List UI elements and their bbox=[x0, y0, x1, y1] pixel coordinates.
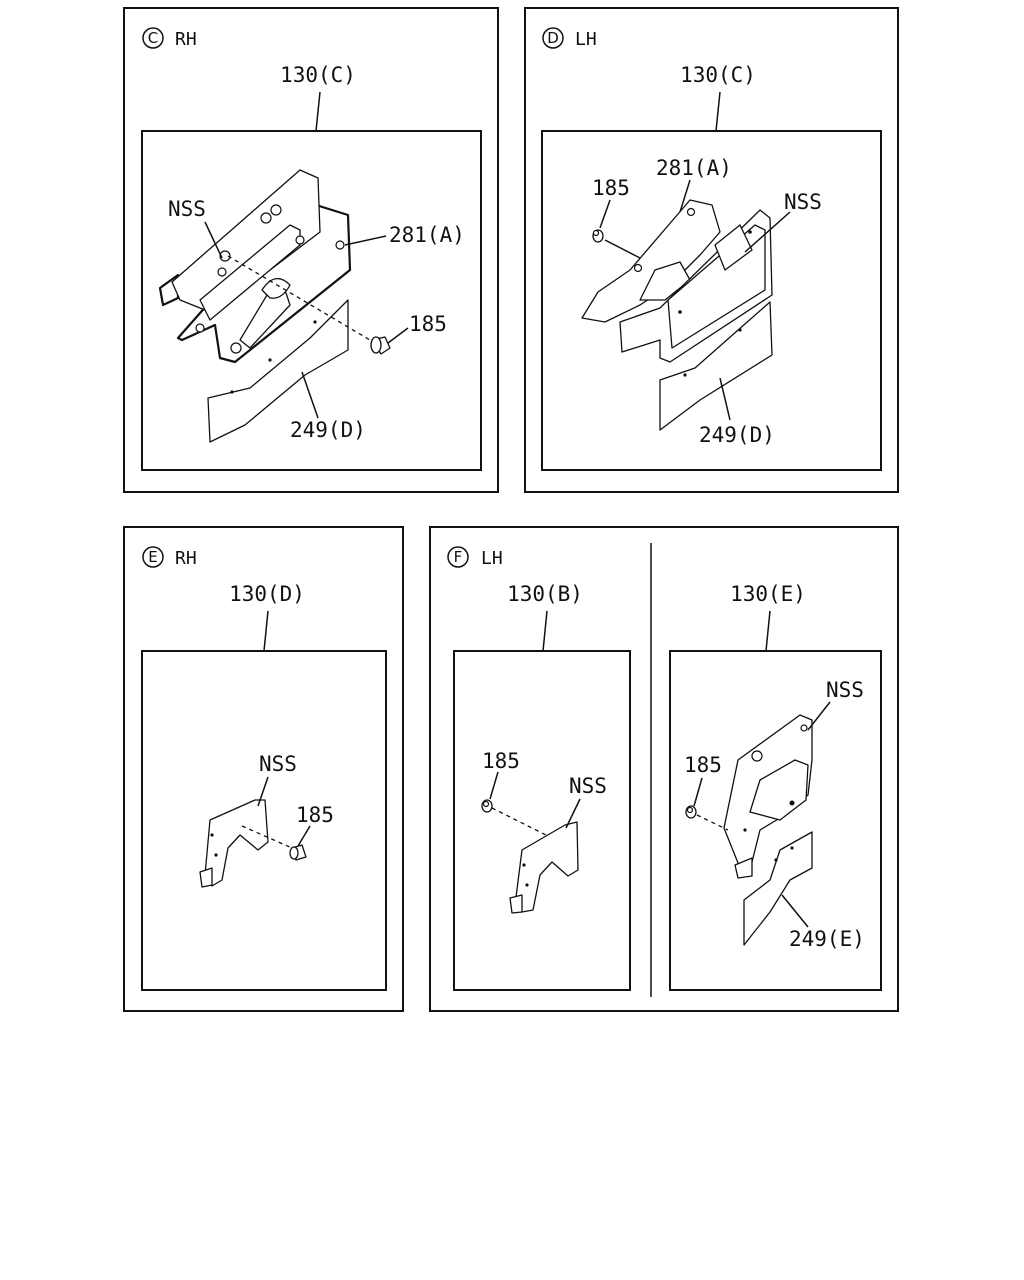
panel-d-bolt-leader bbox=[599, 199, 611, 229]
panel-f-right-nss-label: NSS bbox=[826, 678, 864, 702]
panel-e-nss-label: NSS bbox=[259, 752, 297, 776]
panel-c-plate-leader bbox=[301, 371, 319, 419]
panel-e-frame bbox=[123, 526, 404, 1012]
panel-c: C RH 130(C) NSS 281(A) bbox=[123, 7, 499, 493]
panel-d-bracket-281a bbox=[581, 199, 721, 323]
panel-f-right-bolt-label: 185 bbox=[684, 753, 722, 777]
panel-d-nss-label: NSS bbox=[784, 190, 822, 214]
panel-c-badge bbox=[142, 27, 164, 49]
panel-e-letter: E bbox=[148, 548, 157, 566]
panel-c-letter: C bbox=[148, 29, 158, 47]
panel-f-badge bbox=[447, 546, 469, 568]
panel-c-inner-box bbox=[141, 130, 482, 471]
panel-d-letter: D bbox=[547, 29, 559, 47]
panel-f-left-nss-label: NSS bbox=[569, 774, 607, 798]
panel-f-right-plate-label: 249(E) bbox=[789, 927, 865, 951]
panel-e-badge bbox=[142, 546, 164, 568]
panel-d-badge bbox=[542, 27, 564, 49]
panel-c-plate-249d bbox=[207, 299, 349, 443]
panel-f-right-ref-label: 130(E) bbox=[730, 582, 806, 606]
panel-c-bracket-leader bbox=[344, 235, 387, 246]
panel-c-bolt-leader bbox=[387, 327, 409, 344]
panel-d-bracket-leader bbox=[679, 179, 691, 213]
panel-d-inner-box bbox=[541, 130, 882, 471]
panel-c-plate-label: 249(D) bbox=[290, 418, 366, 442]
panel-c-bracket-label: 281(A) bbox=[389, 223, 465, 247]
panel-f-right-nss-leader bbox=[807, 701, 831, 731]
panel-d-bolt-label: 185 bbox=[592, 176, 630, 200]
panel-e-nss-bracket bbox=[199, 799, 269, 888]
panel-c-nss-label: NSS bbox=[168, 197, 206, 221]
panel-c-bolt-label: 185 bbox=[409, 312, 447, 336]
panel-e-bolt-label: 185 bbox=[296, 803, 334, 827]
panel-e-bolt-axis bbox=[241, 825, 293, 849]
panel-f-left-bolt-axis bbox=[491, 807, 549, 837]
panel-c-ref-label: 130(C) bbox=[280, 63, 356, 87]
panel-e-bolt-185 bbox=[289, 844, 307, 861]
panel-f-left-ref-leader bbox=[542, 610, 548, 652]
panel-f: F LH 130(B) 185 NSS 130(E) bbox=[429, 526, 899, 1012]
panel-f-side: LH bbox=[481, 548, 503, 569]
panel-f-right-bolt-axis bbox=[696, 814, 729, 831]
panel-e-nss-leader bbox=[257, 776, 269, 807]
panel-d: D LH 130(C) 185 281(A) NSS bbox=[524, 7, 899, 493]
panel-e-bolt-leader bbox=[297, 825, 311, 847]
panel-f-frame bbox=[429, 526, 899, 1012]
panel-f-right-inner-box bbox=[669, 650, 882, 991]
panel-f-right-plate-249e bbox=[743, 831, 813, 946]
panel-f-right-plate-leader bbox=[781, 894, 809, 928]
panel-d-ref-leader bbox=[715, 91, 721, 132]
panel-d-bolt-185 bbox=[592, 229, 604, 243]
panel-f-left-bolt-leader bbox=[489, 771, 499, 800]
panel-f-left-ref-label: 130(B) bbox=[507, 582, 583, 606]
panel-d-bolt-axis bbox=[604, 239, 641, 259]
panel-f-right-bolt-185 bbox=[685, 805, 697, 819]
panel-f-right-ref-leader bbox=[765, 610, 771, 652]
panel-f-right-nss-bracket bbox=[723, 714, 813, 879]
panel-d-plate-leader bbox=[719, 377, 731, 421]
panel-c-side: RH bbox=[175, 29, 197, 50]
panel-d-nss-bracket bbox=[619, 209, 773, 363]
panel-c-frame bbox=[123, 7, 499, 493]
panel-c-nss-leader bbox=[204, 221, 223, 259]
panel-d-ref-label: 130(C) bbox=[680, 63, 756, 87]
panel-f-right-bolt-leader bbox=[693, 777, 703, 807]
panel-c-ref-leader bbox=[315, 91, 321, 132]
panel-c-bolt-185 bbox=[370, 336, 391, 355]
panel-d-plate-label: 249(D) bbox=[699, 423, 775, 447]
panel-f-left-inner-box bbox=[453, 650, 631, 991]
panel-f-left-bolt-label: 185 bbox=[482, 749, 520, 773]
panel-d-side: LH bbox=[575, 29, 597, 50]
panel-f-left-bolt-185 bbox=[481, 799, 493, 813]
panel-f-left-nss-bracket bbox=[509, 821, 579, 914]
panel-e-ref-label: 130(D) bbox=[229, 582, 305, 606]
panel-d-plate-249d bbox=[659, 301, 773, 431]
panel-e-ref-leader bbox=[263, 610, 269, 652]
panel-d-nss-leader bbox=[744, 211, 791, 253]
panel-f-left-nss-leader bbox=[565, 798, 581, 829]
panel-e-side: RH bbox=[175, 548, 197, 569]
panel-e: E RH 130(D) NSS 185 bbox=[123, 526, 404, 1012]
panel-c-nss-bracket bbox=[158, 169, 352, 364]
panel-f-letter: F bbox=[454, 548, 463, 566]
panel-e-inner-box bbox=[141, 650, 387, 991]
panel-d-frame bbox=[524, 7, 899, 493]
panel-d-bracket-label: 281(A) bbox=[656, 156, 732, 180]
